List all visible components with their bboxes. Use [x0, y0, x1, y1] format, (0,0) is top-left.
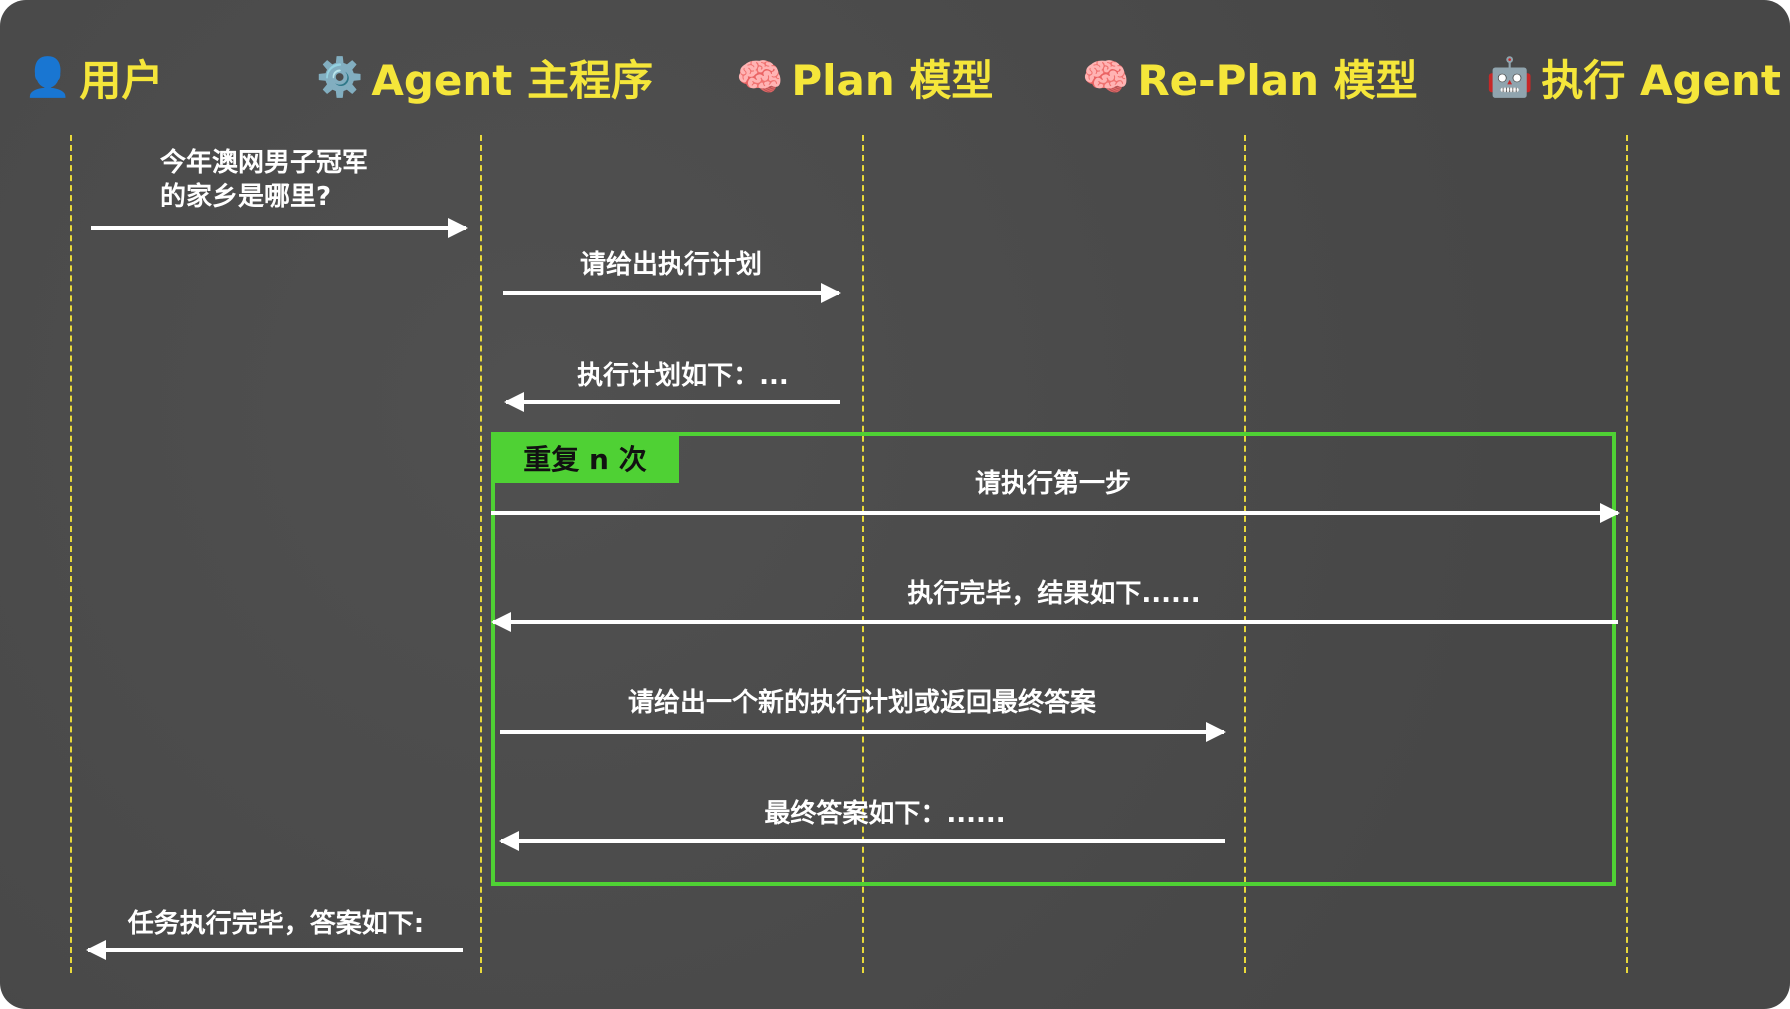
actor-replan-model: 🧠 Re-Plan 模型 [1082, 50, 1418, 105]
message-8: 任务执行完毕，答案如下: [127, 909, 425, 940]
lifeline-exec-agent [1626, 135, 1628, 973]
brain-icon: 🧠 [736, 55, 784, 99]
lifeline-replan-model [1244, 135, 1246, 973]
message-1: 今年澳网男子冠军 的家乡是哪里? [160, 147, 368, 215]
loop-frame [491, 432, 1616, 886]
robot-icon: 🤖 [1486, 55, 1534, 99]
loop-label: 重复 n 次 [491, 432, 679, 483]
actor-agent-main: ⚙️ Agent 主程序 [316, 50, 653, 105]
gear-icon: ⚙️ [316, 55, 364, 99]
actor-label: 执行 Agent [1541, 55, 1781, 105]
actor-user: 👤 用户 [24, 50, 163, 105]
actor-label: Re-Plan 模型 [1137, 55, 1418, 105]
message-2: 请给出执行计划 [579, 250, 763, 281]
user-icon: 👤 [24, 55, 72, 99]
message-1-line1: 今年澳网男子冠军 [160, 148, 369, 179]
message-4: 请执行第一步 [974, 469, 1132, 500]
message-5: 执行完毕，结果如下...... [907, 579, 1201, 610]
actor-label: Plan 模型 [791, 55, 994, 105]
actor-label: Agent 主程序 [371, 55, 653, 105]
actor-label: 用户 [79, 55, 164, 105]
message-1-line2: 的家乡是哪里? [160, 182, 332, 212]
lifeline-agent-main [480, 135, 482, 973]
actor-exec-agent: 🤖 执行 Agent [1486, 50, 1781, 105]
message-3: 执行计划如下：... [577, 361, 789, 392]
message-6: 请给出一个新的执行计划或返回最终答案 [627, 688, 1097, 719]
message-7: 最终答案如下：...... [764, 799, 1006, 830]
lifeline-plan-model [862, 135, 864, 973]
brain-icon: 🧠 [1082, 55, 1130, 99]
lifeline-user [70, 135, 72, 973]
actor-plan-model: 🧠 Plan 模型 [736, 50, 993, 105]
